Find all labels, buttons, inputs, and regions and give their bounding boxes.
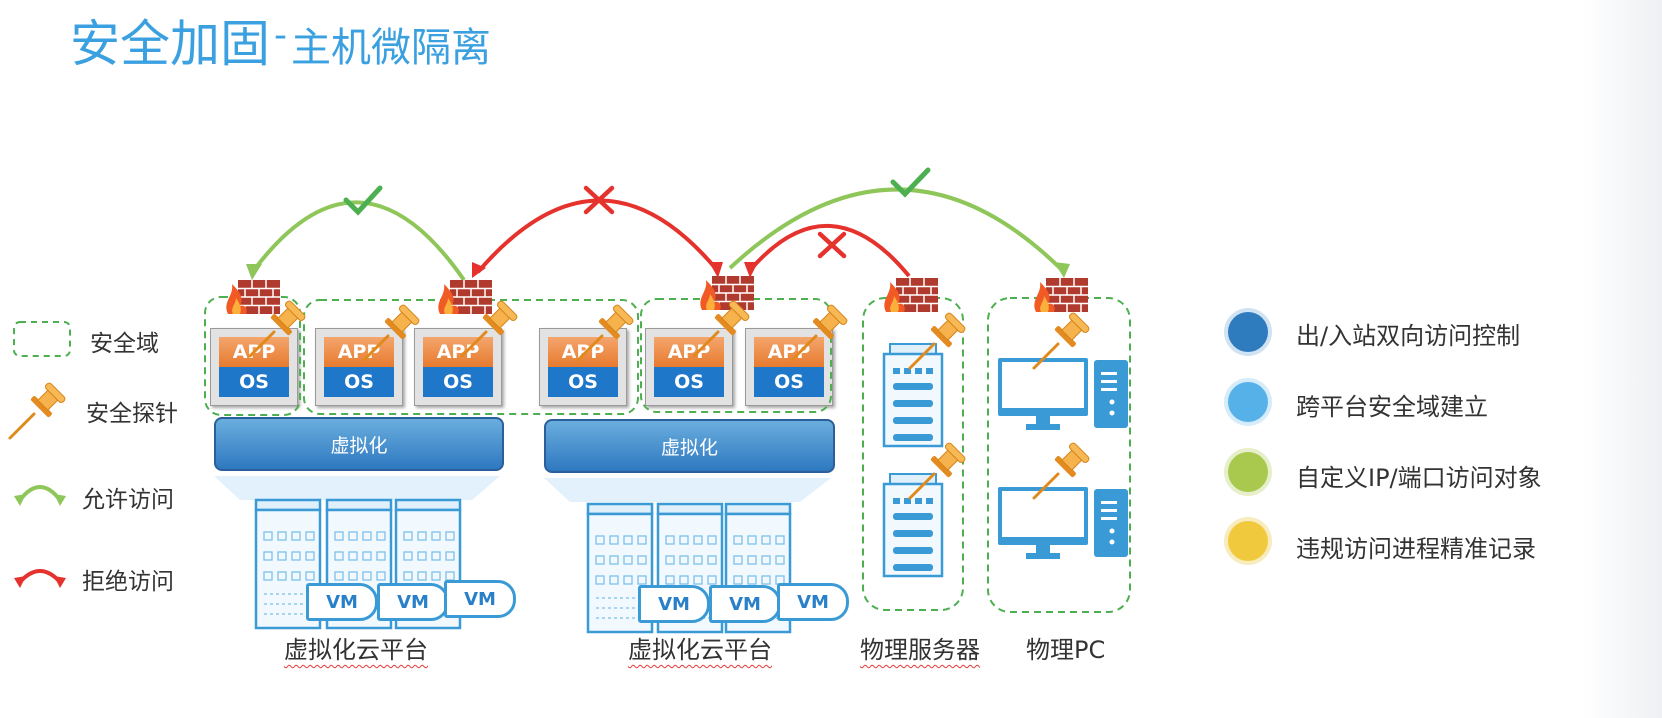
vm-label: VM <box>326 591 358 613</box>
allow-arrow-2 <box>728 187 1064 272</box>
feature-label-4: 违规访问进程精准记录 <box>1296 535 1536 563</box>
legend-security-domain-label: 安全域 <box>90 331 159 357</box>
vm-tag: VM <box>777 583 849 621</box>
app-layer: APP <box>754 337 824 367</box>
probe-icon <box>908 439 969 500</box>
pc-icon <box>998 487 1128 559</box>
cross-icon <box>583 185 615 215</box>
title-sub: 主机微隔离 <box>291 25 491 71</box>
cross-icon <box>817 231 847 259</box>
virtualization-label: 虚拟化 <box>330 434 388 457</box>
firewall-icon <box>699 275 755 311</box>
allow-arrow-1 <box>252 200 466 282</box>
vm-tag: VM <box>306 583 378 621</box>
legend-deny-label: 拒绝访问 <box>82 569 174 595</box>
legend-security-probe-label: 安全探针 <box>86 401 178 427</box>
os-layer: OS <box>654 367 724 397</box>
firewall-icon <box>437 279 493 315</box>
app-layer: APP <box>654 337 724 367</box>
security-domain-physical-pc <box>987 297 1131 613</box>
vm-label: VM <box>729 593 761 615</box>
vm-tag: VM <box>709 585 781 623</box>
app-os-vm-3: APP OS <box>414 328 502 406</box>
beam-1 <box>214 476 500 500</box>
page-title: 安全加固-主机微隔离 <box>70 4 491 76</box>
feature-label-2: 跨平台安全域建立 <box>1296 393 1488 421</box>
vm-tag: VM <box>638 585 710 623</box>
feature-dot-4 <box>1228 521 1268 561</box>
vm-label: VM <box>658 593 690 615</box>
feature-dot-2 <box>1228 382 1268 422</box>
deny-arrow-1 <box>476 198 719 274</box>
app-layer: APP <box>324 337 394 367</box>
physical-server-icon <box>882 342 944 448</box>
caption-cloud-platform-1: 虚拟化云平台 <box>284 636 428 664</box>
vm-tag: VM <box>377 583 449 621</box>
vm-label: VM <box>397 591 429 613</box>
caption-cloud-platform-2: 虚拟化云平台 <box>628 636 772 664</box>
feature-label-1: 出/入站双向访问控制 <box>1296 322 1521 350</box>
edge-shade <box>1582 0 1662 718</box>
probe-icon <box>908 309 969 370</box>
vm-label: VM <box>797 591 829 613</box>
legend-allow-label: 允许访问 <box>82 487 174 513</box>
os-layer: OS <box>324 367 394 397</box>
title-main: 安全加固 <box>70 15 270 73</box>
vm-tag: VM <box>444 580 516 618</box>
feature-label-3: 自定义IP/端口访问对象 <box>1296 464 1542 492</box>
legend-probe-icon <box>8 379 69 440</box>
virtualization-label: 虚拟化 <box>660 436 718 459</box>
virtualization-bar-2: 虚拟化 <box>544 419 835 473</box>
caption-physical-server: 物理服务器 <box>860 636 980 664</box>
os-layer: OS <box>548 367 618 397</box>
check-icon <box>890 167 931 198</box>
firewall-icon <box>1033 277 1089 313</box>
security-domain-physical-server <box>862 297 964 611</box>
legend-deny-arrow-icon <box>14 569 66 588</box>
app-os-vm-2: APP OS <box>315 328 403 406</box>
firewall-icon <box>883 277 939 313</box>
legend-domain-swatch <box>13 321 71 357</box>
vm-label: VM <box>464 588 496 610</box>
os-layer: OS <box>754 367 824 397</box>
legend-allow-arrow-icon <box>14 485 66 506</box>
os-layer: OS <box>219 367 289 397</box>
beam-2 <box>544 478 831 502</box>
app-os-vm-4: APP OS <box>539 328 627 406</box>
os-layer: OS <box>423 367 493 397</box>
virtualization-bar-1: 虚拟化 <box>214 417 504 471</box>
app-os-vm-6: APP OS <box>745 328 833 406</box>
probe-icon <box>1032 439 1093 500</box>
caption-physical-pc: 物理PC <box>1026 636 1106 664</box>
feature-dot-1 <box>1228 312 1268 352</box>
app-os-vm-1: APP OS <box>210 328 298 406</box>
probe-icon <box>1032 309 1093 370</box>
app-layer: APP <box>423 337 493 367</box>
app-os-vm-5: APP OS <box>645 328 733 406</box>
firewall-icon <box>225 279 281 315</box>
pc-icon <box>998 358 1128 430</box>
check-icon <box>343 185 383 216</box>
app-layer: APP <box>548 337 618 367</box>
title-separator: - <box>274 15 287 56</box>
app-layer: APP <box>219 337 289 367</box>
physical-server-icon <box>882 472 944 578</box>
feature-dot-3 <box>1228 452 1268 492</box>
arrowheads <box>246 262 1070 280</box>
deny-arrow-2 <box>750 223 911 278</box>
